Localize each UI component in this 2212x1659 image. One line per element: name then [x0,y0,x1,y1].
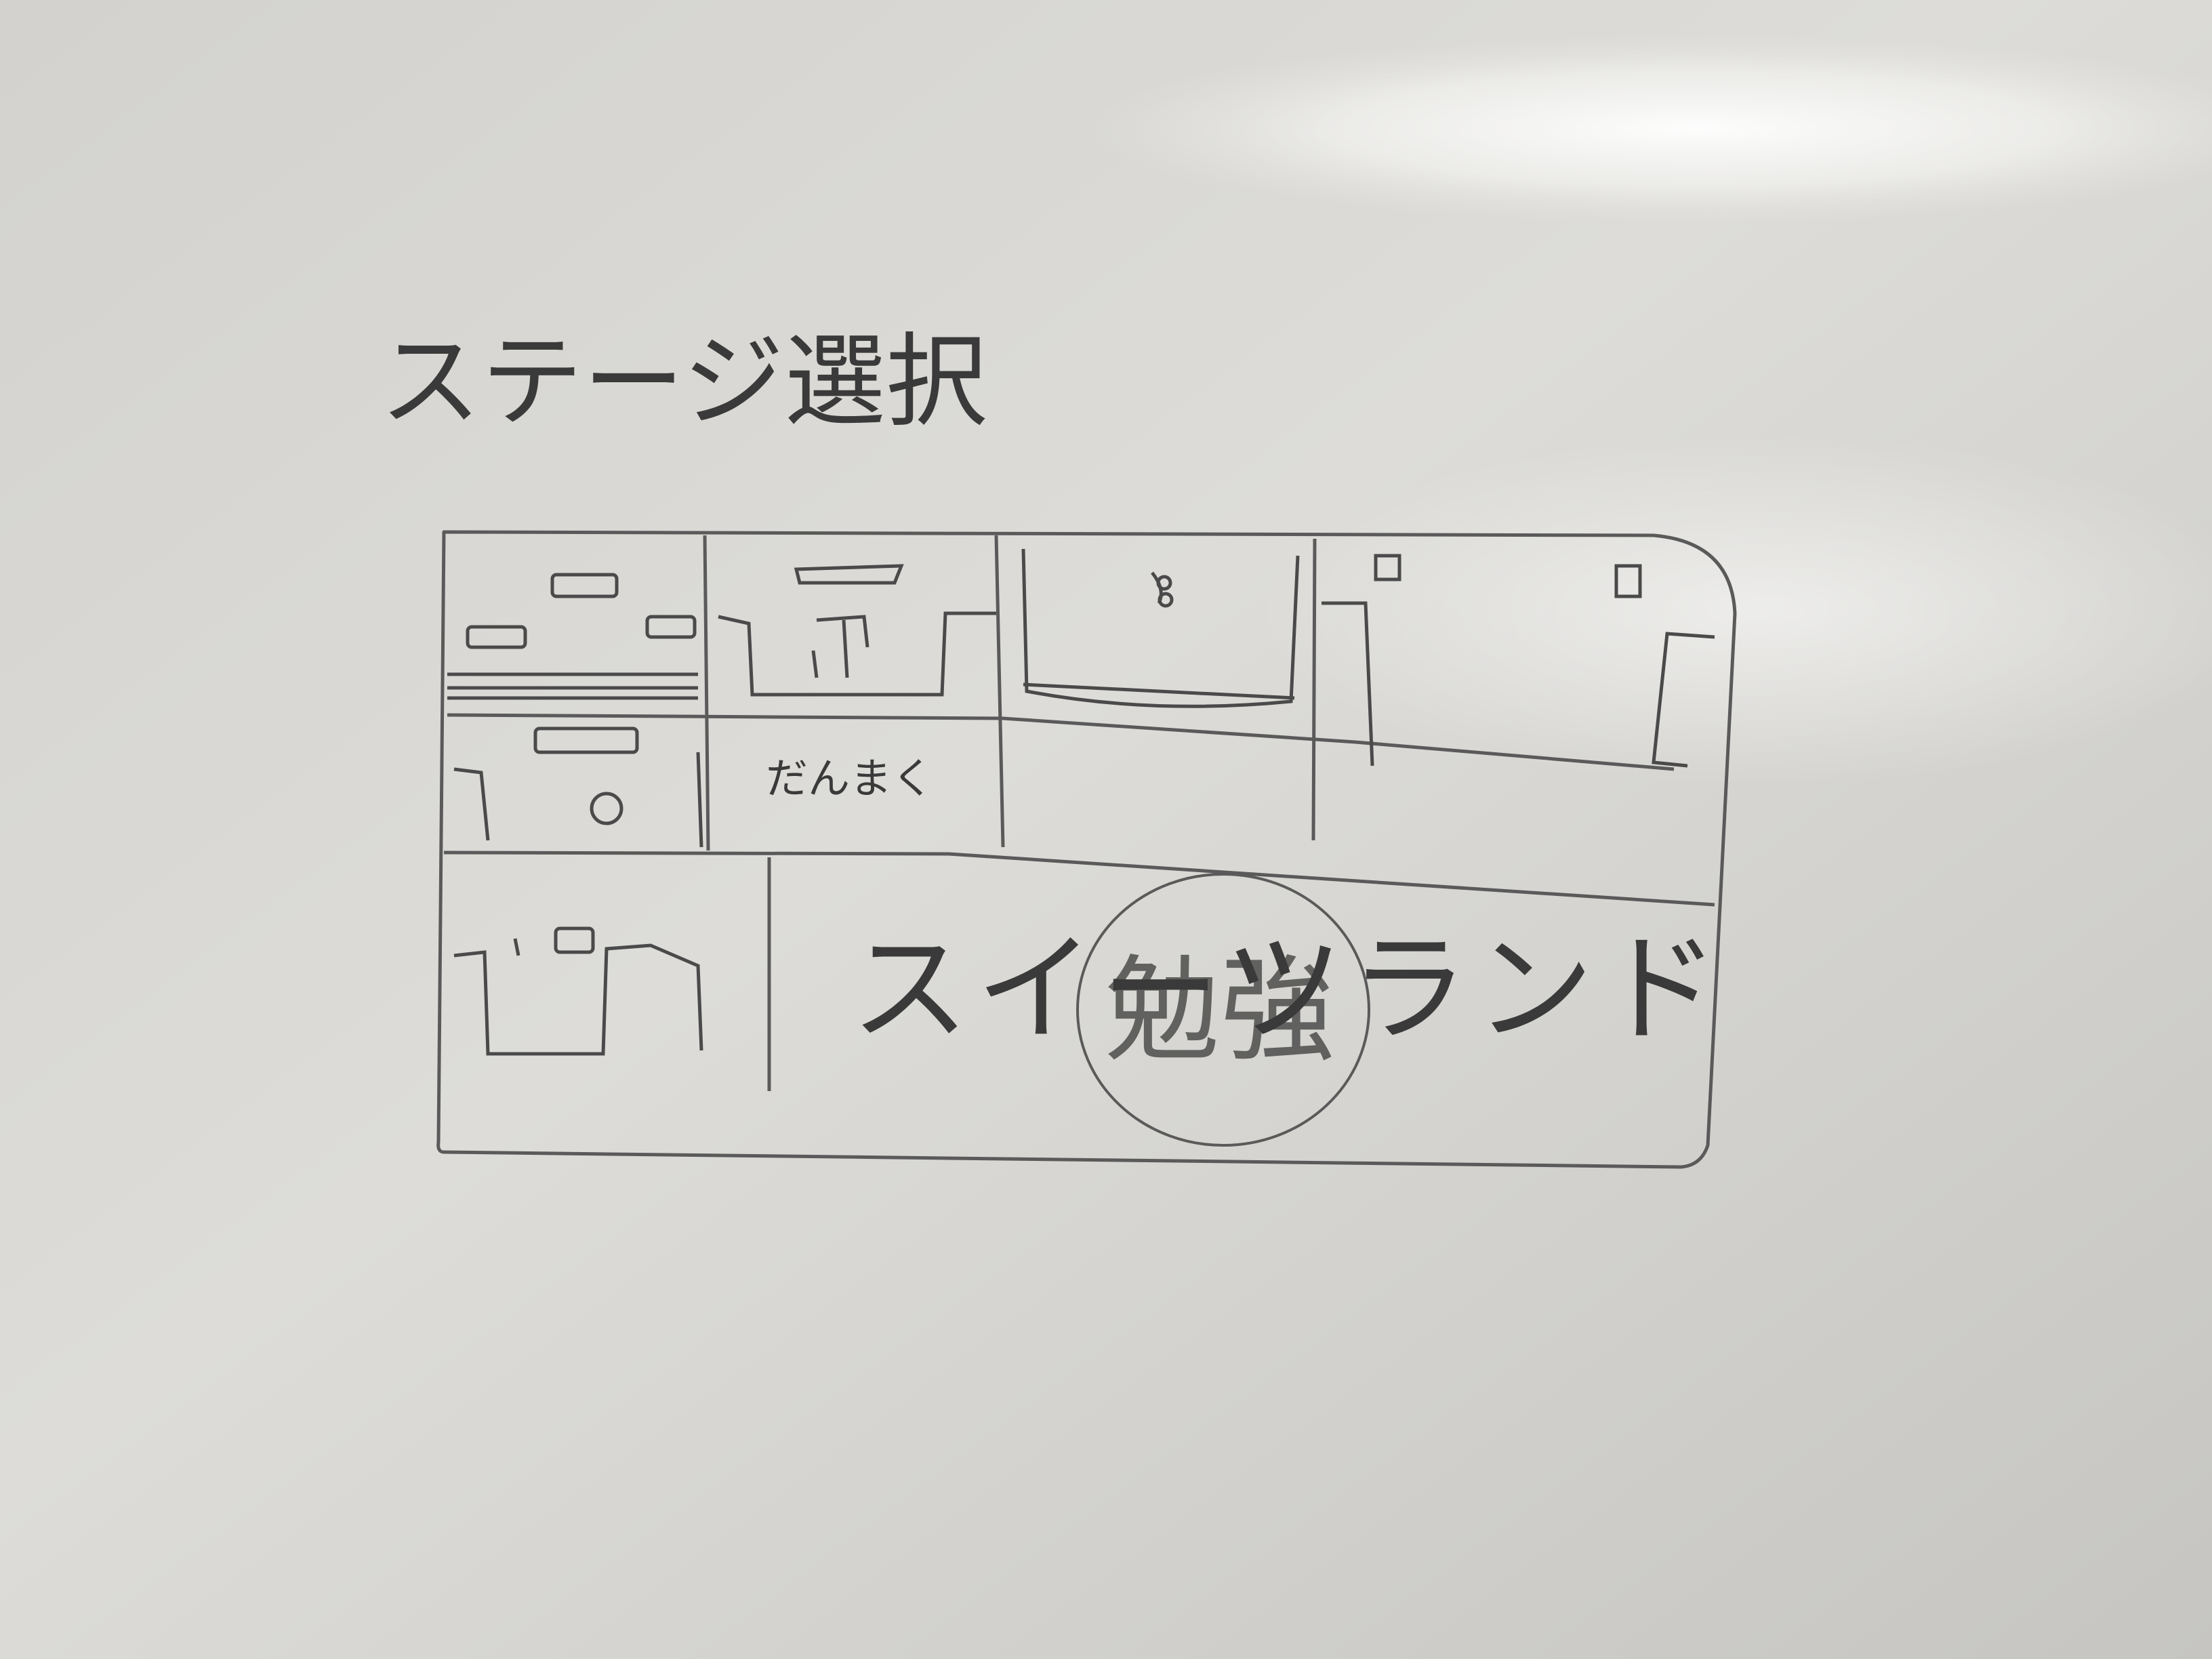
light-glare [1084,34,2212,224]
scribble-text: 勉強 [1105,944,1335,1078]
banner-title: スイーツランド [851,921,1726,1059]
panel-bonus [1322,554,1715,768]
panel-pit [453,926,703,1056]
panel-gate [453,726,703,848]
panel-stage [718,564,996,697]
sketch-title: ステージ選択 [380,323,987,441]
panel-label-danmaku: だんまく [766,754,934,803]
mockup-frame [436,530,1737,1169]
grid-lines [443,535,1715,1091]
panel-platforms [447,573,698,700]
panel-box [1021,548,1300,708]
scribble-overlay: 勉強 [1076,873,1370,1147]
light-glare-soft [1254,434,2212,786]
